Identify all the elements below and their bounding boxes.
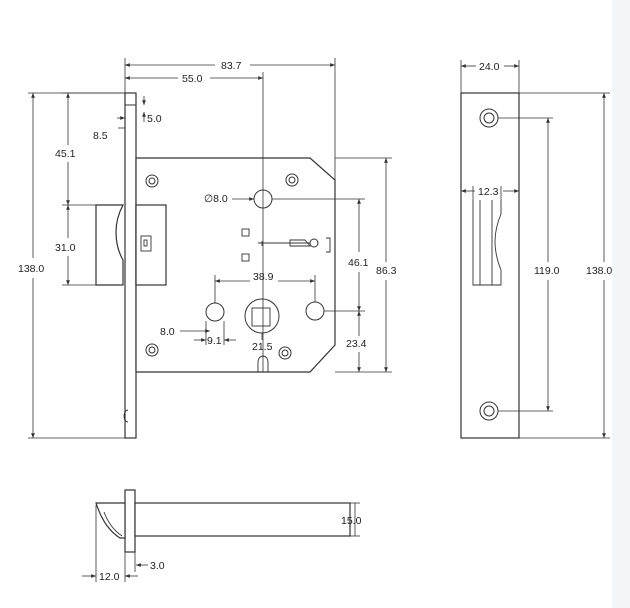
dim-plate-height: 138.0	[586, 265, 612, 277]
dim-follower-diameter: ∅8.0	[204, 193, 228, 205]
dim-faceplate-thickness: 8.5	[93, 130, 108, 142]
latch-bolt	[95, 204, 125, 286]
faceplate-bottom-notch	[123, 409, 129, 423]
dim-backset: 55.0	[182, 73, 203, 85]
key-hole-right	[305, 301, 325, 321]
latch-pin	[143, 239, 148, 247]
dim-case-height: 86.3	[376, 265, 397, 277]
dim-latch-offset: 45.1	[55, 148, 76, 160]
bottom-view: 15.0 3.0 12.0	[82, 489, 362, 583]
dim-screw-spacing: 119.0	[534, 265, 560, 277]
dim-latch-height: 31.0	[55, 242, 76, 254]
dim-hole-diameter: 8.0	[160, 326, 175, 338]
side-view: 24.0 12.3 119.0 138.0	[460, 60, 612, 439]
dim-latch-projection: 12.0	[99, 571, 120, 583]
dim-overall-width: 83.7	[221, 60, 242, 72]
dim-overall-height: 138.0	[18, 263, 44, 275]
indicator-square-upper	[241, 228, 250, 237]
faceplate-top-step	[124, 93, 136, 106]
bottom-body	[134, 502, 351, 537]
dim-plate-width: 24.0	[479, 61, 500, 73]
dim-plate-thickness: 3.0	[150, 560, 165, 572]
dim-key-to-bottom: 23.4	[346, 338, 367, 350]
faceplate	[124, 92, 137, 439]
front-view: 83.7 55.0 5.0 8.5 45.1 31.0 138.0 ∅8.0	[18, 58, 397, 439]
latch-slot	[140, 235, 152, 252]
spring-lever	[258, 239, 318, 247]
strike-plate	[460, 92, 520, 439]
dim-latch-to-follower: 46.1	[348, 257, 369, 269]
bottom-latch	[95, 502, 126, 539]
bottom-faceplate	[124, 489, 136, 553]
dim-key-hole-spacing: 38.9	[253, 271, 274, 283]
dim-spindle-square: 21.5	[252, 341, 273, 353]
key-hole-left	[205, 302, 225, 322]
dim-hole-offset: 9.1	[207, 335, 222, 347]
dim-step-height: 5.0	[147, 113, 162, 125]
spindle-square	[251, 307, 271, 327]
dim-body-height: 15.0	[341, 515, 362, 527]
page-edge-strip	[612, 0, 630, 608]
spindle-boss	[244, 298, 280, 334]
lock-case	[135, 157, 336, 373]
indicator-square-lower	[241, 253, 250, 262]
dim-cutout-width: 12.3	[478, 186, 499, 198]
strike-cutout	[472, 200, 502, 286]
